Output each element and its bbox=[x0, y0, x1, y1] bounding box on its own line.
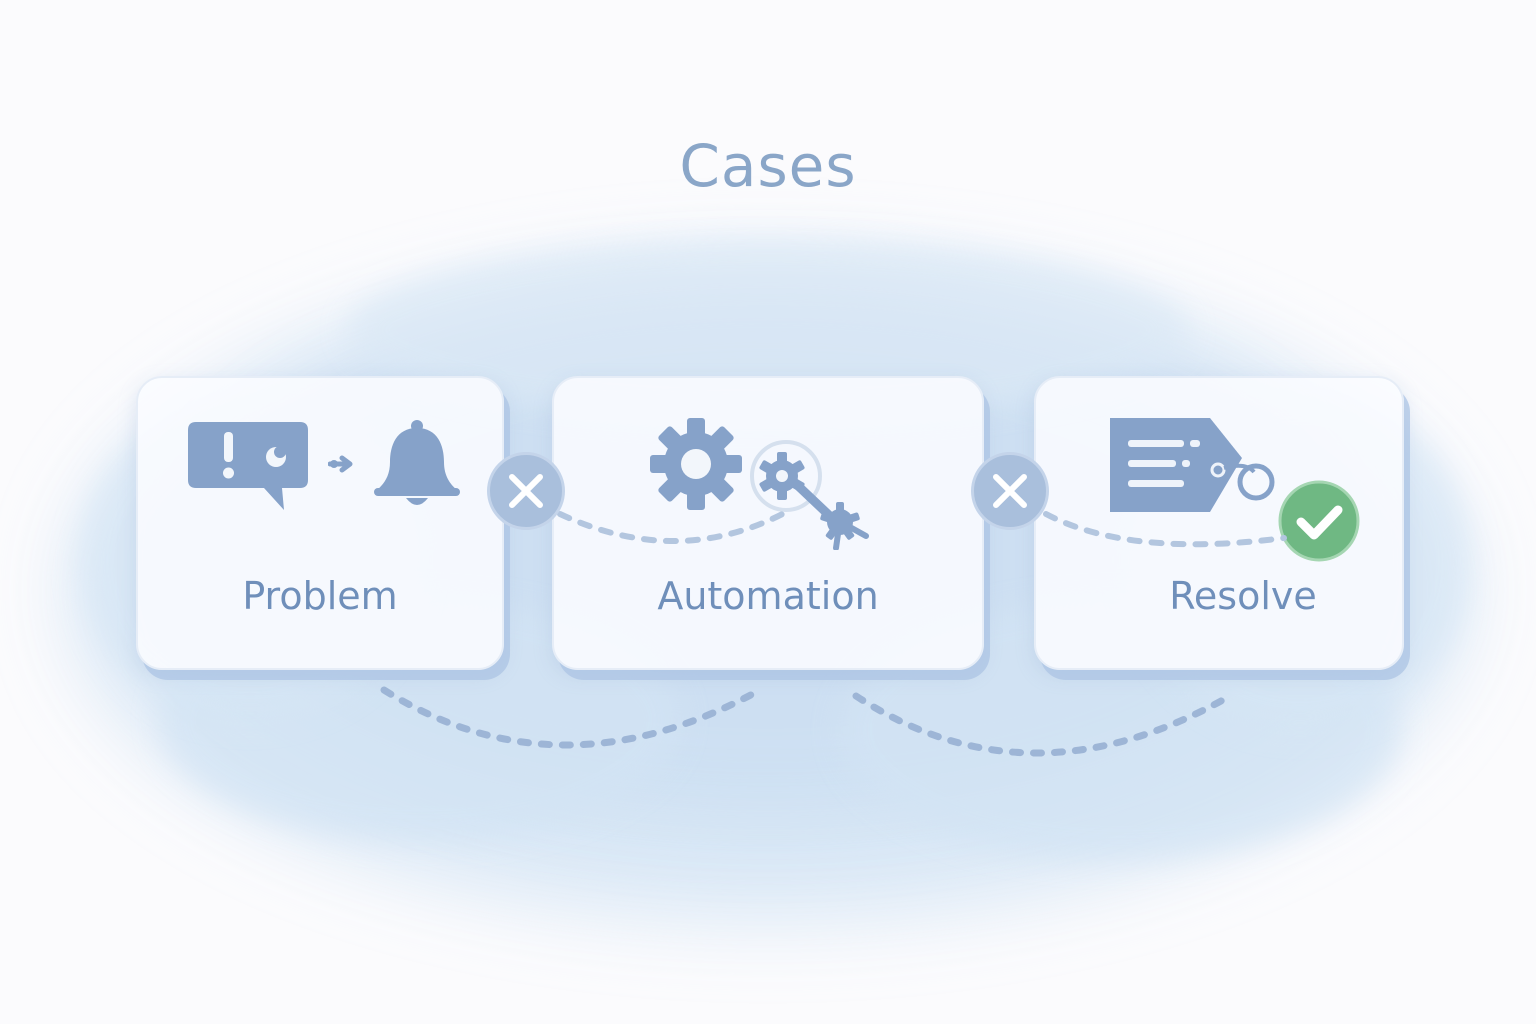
wrench-icon bbox=[789, 478, 869, 550]
bell-icon bbox=[374, 420, 460, 505]
arrow-icon bbox=[328, 455, 353, 473]
step-label-problem: Problem bbox=[242, 574, 398, 618]
step-label-automation: Automation bbox=[657, 574, 879, 618]
step-label-resolve: Resolve bbox=[1169, 574, 1317, 618]
step-card-resolve: Resolve bbox=[1034, 376, 1404, 670]
connector-close-1 bbox=[487, 452, 565, 530]
diagram-title: Cases bbox=[679, 132, 857, 200]
gear-icon bbox=[650, 418, 742, 510]
close-icon bbox=[993, 474, 1027, 508]
alert-chat-icon bbox=[188, 422, 308, 510]
close-icon bbox=[509, 474, 543, 508]
step-card-problem: Problem bbox=[136, 376, 504, 670]
connector-close-2 bbox=[971, 452, 1049, 530]
tag-list-icon bbox=[1110, 418, 1275, 512]
step-card-automation: Automation bbox=[552, 376, 984, 670]
checkmark-icon bbox=[1278, 480, 1360, 562]
